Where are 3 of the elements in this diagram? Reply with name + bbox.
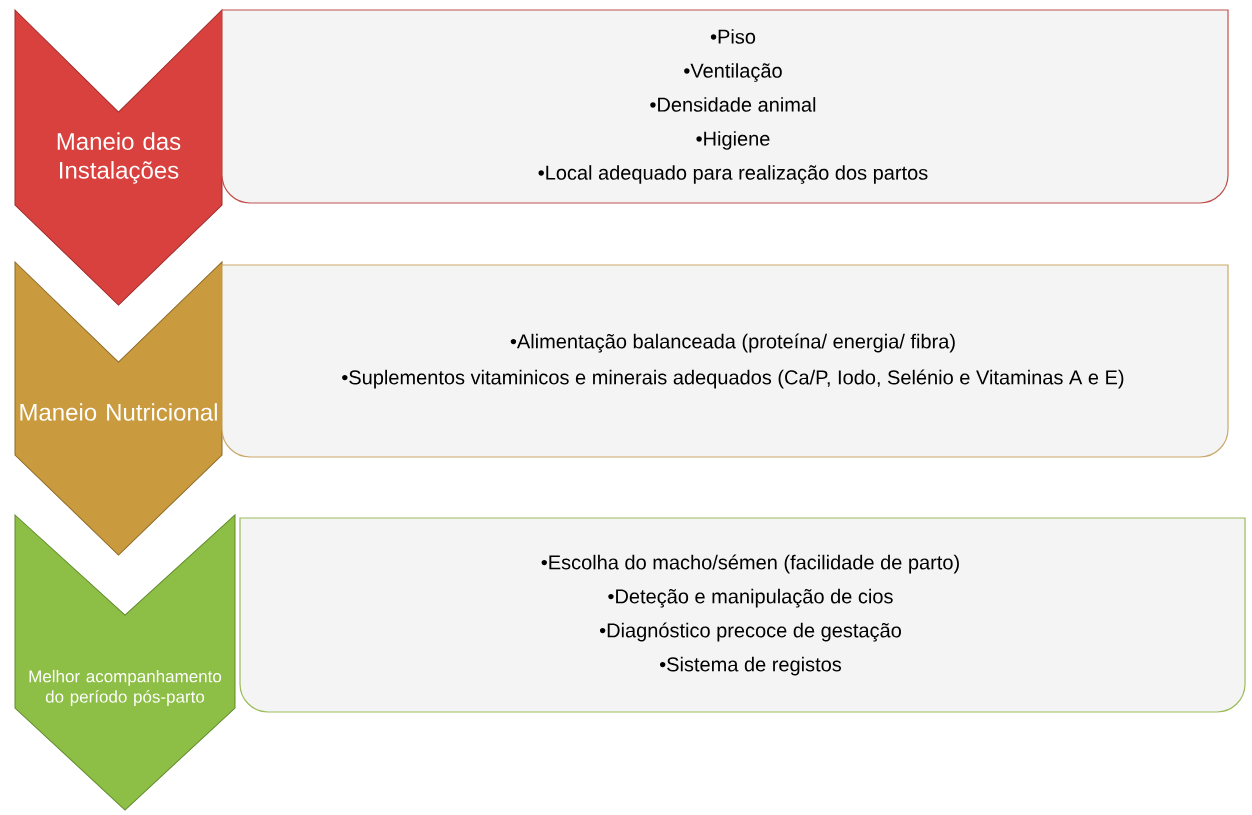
text-box: •Piso •Ventilação •Densidade animal •Higiene •Local adequado para realização dos partos (221, 9, 1229, 204)
text-box: •Escolha do macho/sémen (facilidade de parto) •Deteção e manipulação de cios •Diagnóstico precoce de gestação •Sistema de registos (239, 517, 1246, 713)
text-box: •Alimentação balanceada (proteína/ energia/ fibra) •Suplementos vitaminicos e minerais adequados (Ca/P, Iodo, Selénio e Vitaminas A e E) (221, 264, 1229, 458)
